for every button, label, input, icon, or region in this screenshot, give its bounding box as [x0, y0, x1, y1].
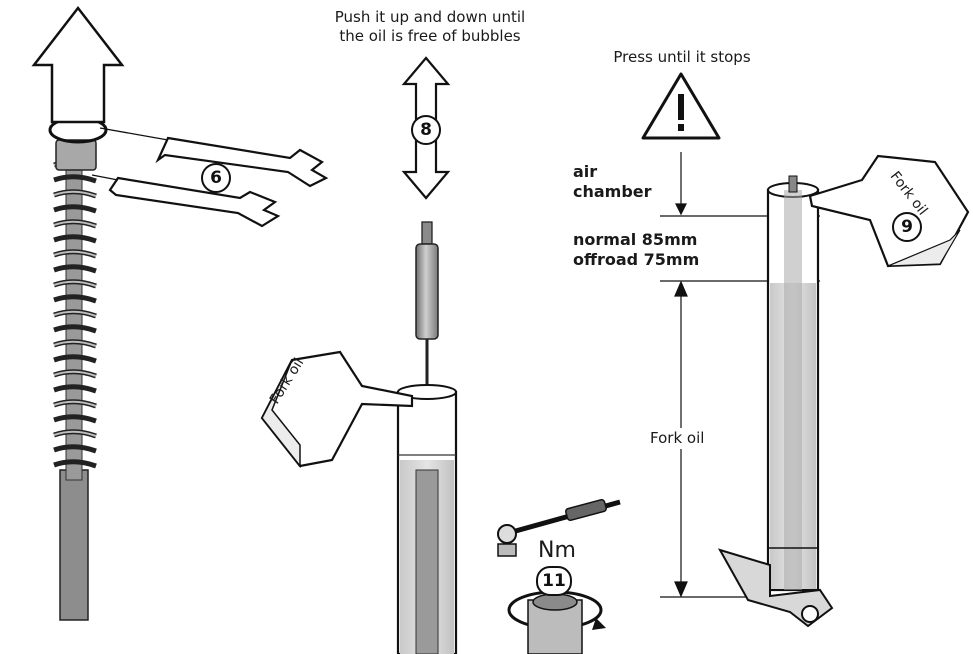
step-6-badge: 6 — [201, 163, 231, 193]
oil-bottle-middle — [260, 350, 414, 469]
torque-wrench-icon — [497, 498, 621, 557]
dimension-lines — [660, 152, 820, 598]
pump-instruction-line-1: Push it up and down until — [334, 8, 526, 26]
oil-bottle-right — [808, 154, 970, 268]
air-chamber-line-1: air — [573, 162, 598, 181]
spring-cartridge — [48, 116, 108, 621]
air-chamber-line-2: chamber — [573, 182, 652, 201]
up-arrow-icon — [31, 5, 125, 124]
oil-level-label: normal 85mm offroad 75mm — [573, 230, 699, 270]
step-9-badge: 9 — [892, 212, 922, 242]
fork-oil-dimension-label: Fork oil — [648, 428, 707, 449]
fork-tube-right — [717, 175, 834, 628]
pump-instruction: Push it up and down until the oil is fre… — [300, 8, 560, 46]
press-instruction: Press until it stops — [613, 48, 751, 66]
air-chamber-label: air chamber — [573, 162, 652, 202]
fork-cap-bolt — [507, 590, 606, 654]
pump-instruction-line-2: the oil is free of bubbles — [339, 27, 521, 45]
fork-tube-middle — [396, 384, 458, 654]
step-8-badge: 8 — [411, 115, 441, 145]
oil-level-offroad: offroad 75mm — [573, 250, 700, 269]
step-11-badge: 11 — [536, 566, 572, 596]
open-end-wrench-icon — [91, 127, 329, 228]
torque-unit-label: Nm — [538, 538, 576, 563]
oil-level-normal: normal 85mm — [573, 230, 698, 249]
